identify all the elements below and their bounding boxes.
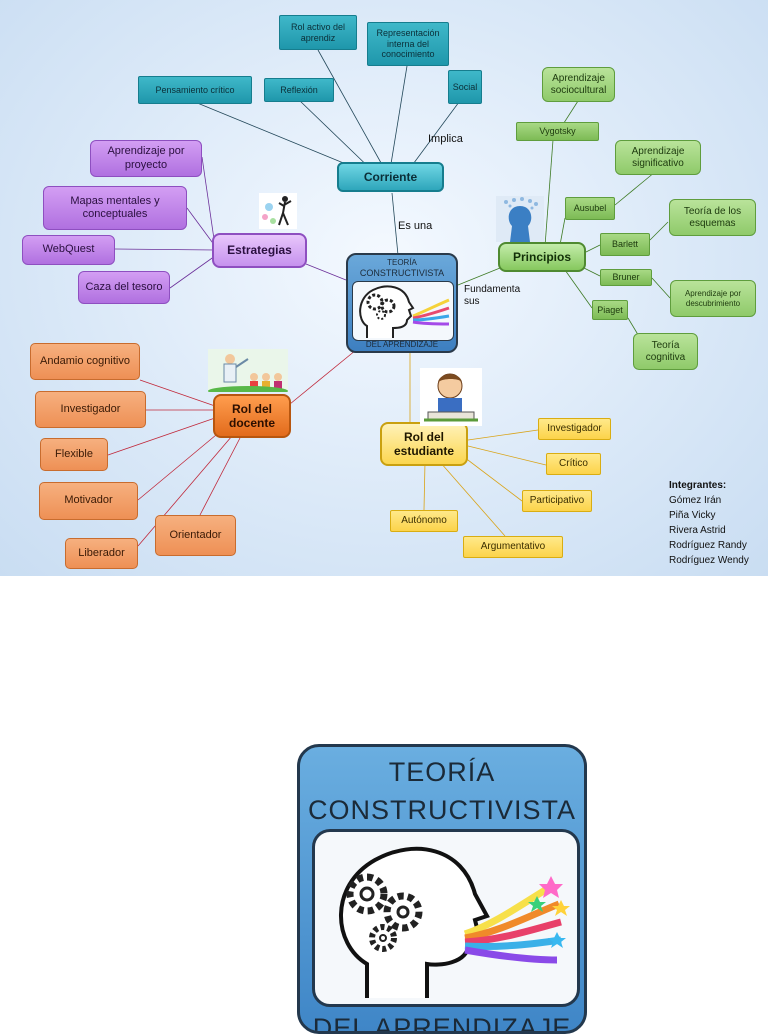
node-mapas-mentales: Mapas mentales y conceptuales [43, 186, 187, 230]
node-estrategias: Estrategias [212, 233, 307, 268]
integrante-name: Rodríguez Wendy [669, 555, 749, 566]
node-rol-docente: Rol del docente [213, 394, 291, 438]
logo-line2: CONSTRUCTIVISTA [307, 795, 576, 825]
node-critico: Crítico [546, 453, 601, 475]
node-aprendizaje-significativo: Aprendizaje significativo [615, 140, 701, 175]
label-es-una: Es una [398, 220, 433, 232]
node-teoria-esquemas: Teoría de los esquemas [669, 199, 756, 236]
student-reading-image [420, 368, 482, 426]
label-implica: Implica [428, 133, 463, 145]
central-title-line1: TEORÍA [387, 258, 417, 267]
head-gears-icon [352, 281, 454, 341]
integrantes-list: Integrantes: Gómez Irán Piña Vicky River… [669, 478, 749, 568]
node-vygotsky: Vygotsky [516, 122, 599, 141]
node-ausubel: Ausubel [565, 197, 615, 220]
central-title-line3: DEL APRENDIZAJE [365, 340, 439, 349]
node-investigador-docente: Investigador [35, 391, 146, 428]
node-bruner: Bruner [600, 269, 652, 286]
central-title-line2: CONSTRUCTIVISTA [359, 268, 445, 278]
node-liberador: Liberador [65, 538, 138, 569]
teoria-constructivista-logo: TEORÍA CONSTRUCTIVISTA DEL APRENDIZAJE [297, 744, 587, 1034]
node-argumentativo: Argumentativo [463, 536, 563, 558]
label-fundamenta-sus: Fundamenta sus [464, 284, 521, 307]
integrantes-title: Integrantes: [669, 480, 727, 491]
integrante-name: Gómez Irán [669, 495, 722, 506]
node-rol-estudiante: Rol del estudiante [380, 422, 468, 466]
node-aprendizaje-sociocultural: Aprendizaje sociocultural [542, 67, 615, 102]
node-principios: Principios [498, 242, 586, 272]
node-barlett: Barlett [600, 233, 650, 256]
integrante-name: Rodríguez Randy [669, 540, 747, 551]
teacher-students-image [208, 349, 288, 392]
node-teoria-cognitiva: Teoría cognitiva [633, 333, 698, 370]
node-caza-tesoro: Caza del tesoro [78, 271, 170, 304]
node-participativo: Participativo [522, 490, 592, 512]
connector-lines [107, 49, 671, 547]
head-gears-stars-icon [312, 829, 580, 1007]
head-thinking-image [496, 196, 544, 242]
dancer-clipart-image [259, 193, 297, 229]
concept-map: Corriente Pensamiento crítico Reflexión … [0, 0, 768, 576]
node-autonomo: Autónomo [390, 510, 458, 532]
node-investigador-estudiante: Investigador [538, 418, 611, 440]
node-representacion: Representación interna del conocimiento [367, 22, 449, 66]
node-orientador: Orientador [155, 515, 236, 556]
node-andamio-cognitivo: Andamio cognitivo [30, 343, 140, 380]
node-social: Social [448, 70, 482, 104]
node-rol-activo: Rol activo del aprendiz [279, 15, 357, 50]
node-motivador: Motivador [39, 482, 138, 520]
node-aprendizaje-proyecto: Aprendizaje por proyecto [90, 140, 202, 177]
node-webquest: WebQuest [22, 235, 115, 265]
logo-line1: TEORÍA [388, 757, 496, 787]
node-reflexion: Reflexión [264, 78, 334, 102]
central-node-teoria: TEORÍA CONSTRUCTIVISTA DEL APRENDIZAJE [346, 253, 458, 353]
node-aprendizaje-descubrimiento: Aprendizaje por descubrimiento [670, 280, 756, 317]
integrante-name: Rivera Astrid [669, 525, 726, 536]
integrante-name: Piña Vicky [669, 510, 716, 521]
node-piaget: Piaget [592, 300, 628, 320]
node-flexible: Flexible [40, 438, 108, 471]
node-pensamiento-critico: Pensamiento crítico [138, 76, 252, 104]
node-corriente: Corriente [337, 162, 444, 192]
